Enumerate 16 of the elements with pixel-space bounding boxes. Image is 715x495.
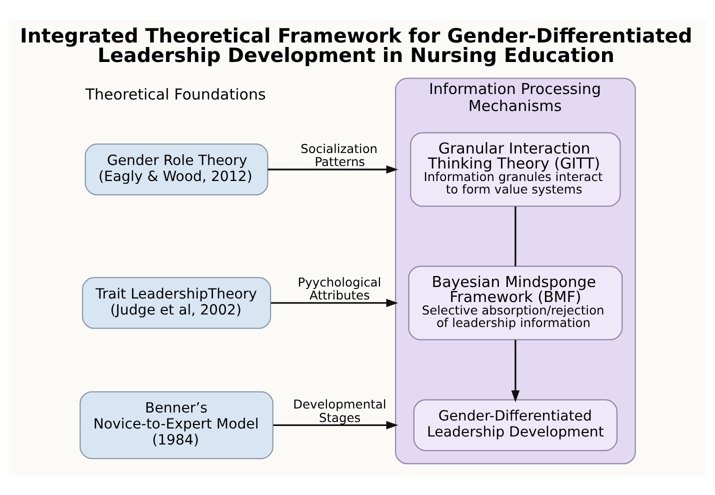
node-box: Gender Role Theory (Eagly & Wood, 2012): [84, 144, 268, 196]
arrow: [273, 421, 398, 430]
connector: [514, 206, 516, 266]
node-box: Bayesian Mindsponge Framework (BMF) Selective absorption/rejection of leadership information: [408, 266, 623, 340]
diagram-title: Integrated Theoretical Framework for Gender-Differentiated Leadership Development in Nursing Education: [20, 24, 692, 68]
node-box: Granular Interaction Thinking Theory (GITT) Information granules interact to form value systems: [410, 132, 621, 207]
edge-label: Pyychological Attributes: [298, 275, 382, 303]
node-box: Trait LeadershipTheory (Judge et al, 2002): [82, 277, 272, 329]
edge-label: Socialization Patterns: [300, 142, 378, 170]
edge-label: Developmental Stages: [293, 398, 386, 425]
arrow: [511, 340, 520, 402]
arrow: [268, 165, 398, 174]
node-box: Benner’s Novice-to-Expert Model (1984): [80, 391, 274, 460]
arrow: [270, 298, 398, 308]
node-box: Gender-Differentiated Leadership Development: [413, 399, 618, 452]
label: Theoretical Foundations: [85, 86, 266, 104]
